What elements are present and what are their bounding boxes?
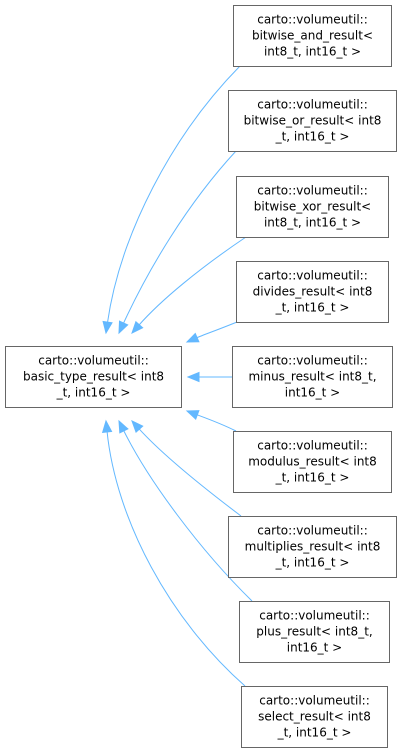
inheritance-edge-plus-result (118, 419, 253, 602)
base-class-node-box (5, 346, 182, 408)
derived-class-node-select-result-label-line-1: carto::volumeutil:: (259, 694, 370, 708)
base-class-node[interactable]: carto::volumeutil::basic_type_result< in… (5, 346, 182, 408)
derived-class-node-bitwise-or-result-label-line-1: carto::volumeutil:: (257, 98, 368, 112)
derived-class-node-multiplies-result-box (228, 516, 397, 578)
derived-class-node-multiplies-result-label-line-3: _t, int16_t > (275, 556, 350, 570)
inheritance-edge-multiplies-result (131, 420, 242, 517)
edge-line (106, 65, 241, 324)
derived-class-node-modulus-result[interactable]: carto::volumeutil::modulus_result< int8_… (233, 431, 392, 493)
base-class-node-label-line-1: carto::volumeutil:: (38, 354, 149, 368)
derived-class-node-divides-result[interactable]: carto::volumeutil::divides_result< int8_… (236, 261, 389, 323)
arrowhead-icon (131, 420, 144, 434)
derived-class-node-bitwise-or-result-label-line-3: _t, int16_t > (275, 130, 350, 144)
derived-class-node-bitwise-and-result-label-line-1: carto::volumeutil:: (257, 13, 368, 27)
inheritance-edges (101, 65, 253, 687)
derived-class-node-plus-result-box (239, 601, 390, 663)
class-nodes: carto::volumeutil::basic_type_result< in… (5, 5, 397, 748)
derived-class-node-modulus-result-label-line-2: modulus_result< int8 (248, 455, 377, 469)
arrowhead-icon (186, 371, 200, 383)
derived-class-node-minus-result[interactable]: carto::volumeutil::minus_result< int8_t,… (232, 346, 393, 408)
derived-class-node-modulus-result-label-line-1: carto::volumeutil:: (257, 439, 368, 453)
arrowhead-icon (131, 320, 144, 334)
derived-class-node-bitwise-xor-result[interactable]: carto::volumeutil::bitwise_xor_result<in… (236, 176, 389, 238)
derived-class-node-modulus-result-box (233, 431, 392, 493)
edge-line (106, 430, 246, 687)
derived-class-node-select-result-label-line-2: select_result< int8 (258, 710, 371, 724)
derived-class-node-bitwise-and-result-label-line-3: int8_t, int16_t > (264, 45, 361, 59)
arrowhead-icon (185, 410, 200, 420)
inheritance-edge-modulus-result (185, 410, 237, 432)
derived-class-node-bitwise-and-result-label-line-2: bitwise_and_result< (252, 29, 373, 43)
edge-line (138, 236, 247, 326)
derived-class-node-bitwise-or-result[interactable]: carto::volumeutil::bitwise_or_result< in… (228, 90, 397, 152)
derived-class-node-multiplies-result[interactable]: carto::volumeutil::multiplies_result< in… (228, 516, 397, 578)
inheritance-edge-bitwise-xor-result (131, 236, 247, 334)
arrowhead-icon (118, 419, 129, 434)
derived-class-node-minus-result-box (232, 346, 393, 408)
arrowhead-icon (101, 419, 113, 433)
edge-line (122, 429, 253, 602)
arrowhead-icon (185, 332, 200, 343)
derived-class-node-divides-result-label-line-3: _t, int16_t > (275, 301, 350, 315)
derived-class-node-modulus-result-label-line-3: _t, int16_t > (275, 471, 350, 485)
derived-class-node-multiplies-result-label-line-1: carto::volumeutil:: (257, 524, 368, 538)
edge-line (195, 321, 238, 339)
base-class-node-label-line-3: _t, int16_t > (56, 386, 131, 400)
derived-class-node-divides-result-box (236, 261, 389, 323)
derived-class-node-bitwise-xor-result-label-line-3: int8_t, int16_t > (264, 216, 361, 230)
inheritance-edge-bitwise-and-result (102, 65, 241, 335)
derived-class-node-plus-result-label-line-3: int16_t > (287, 641, 343, 655)
derived-class-node-bitwise-and-result[interactable]: carto::volumeutil::bitwise_and_result<in… (233, 5, 392, 67)
derived-class-node-select-result[interactable]: carto::volumeutil::select_result< int8_t… (241, 686, 388, 748)
derived-class-node-plus-result[interactable]: carto::volumeutil::plus_result< int8_t,i… (239, 601, 390, 663)
derived-class-node-multiplies-result-label-line-2: multiplies_result< int8 (245, 540, 381, 554)
derived-class-node-divides-result-label-line-2: divides_result< int8 (253, 285, 373, 299)
derived-class-node-bitwise-or-result-box (228, 90, 397, 152)
derived-class-node-minus-result-label-line-1: carto::volumeutil:: (257, 354, 368, 368)
derived-class-node-bitwise-xor-result-box (236, 176, 389, 238)
derived-class-node-bitwise-xor-result-label-line-1: carto::volumeutil:: (257, 184, 368, 198)
arrowhead-icon (118, 320, 129, 335)
derived-class-node-bitwise-or-result-label-line-2: bitwise_or_result< int8 (244, 114, 382, 128)
inheritance-edge-divides-result (185, 321, 238, 343)
inheritance-edge-minus-result (186, 371, 232, 383)
inheritance-edge-bitwise-or-result (118, 150, 237, 335)
derived-class-node-bitwise-and-result-box (233, 5, 392, 67)
arrowhead-icon (102, 320, 113, 335)
derived-class-node-select-result-label-line-3: _t, int16_t > (277, 726, 352, 740)
base-class-node-label-line-2: basic_type_result< int8 (23, 370, 164, 384)
edge-line (122, 150, 237, 325)
inheritance-edge-select-result (101, 419, 246, 687)
derived-class-node-plus-result-label-line-2: plus_result< int8_t, (256, 625, 372, 639)
edge-line (138, 428, 242, 517)
derived-class-node-minus-result-label-line-3: int16_t > (285, 386, 341, 400)
edge-line (196, 414, 237, 432)
derived-class-node-minus-result-label-line-2: minus_result< int8_t, (248, 370, 376, 384)
derived-class-node-select-result-box (241, 686, 388, 748)
derived-class-node-plus-result-label-line-1: carto::volumeutil:: (259, 609, 370, 623)
derived-class-node-divides-result-label-line-1: carto::volumeutil:: (257, 269, 368, 283)
derived-class-node-bitwise-xor-result-label-line-2: bitwise_xor_result< (254, 200, 371, 214)
